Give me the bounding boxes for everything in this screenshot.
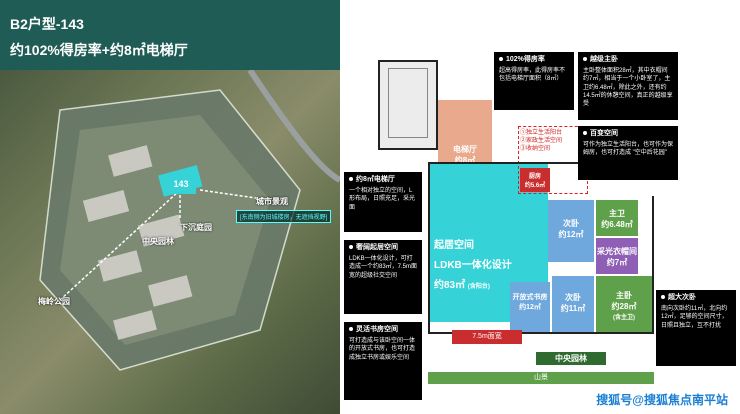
label-sunken-garden: 下沉庭园 [180, 223, 212, 232]
callout-item-1: ①独立生活阳台 [520, 130, 563, 136]
room-master: 主卧 约28㎡ (含主卫) [596, 276, 652, 332]
note-study-body: 可打造成与该卧空间一体的开放式书房，也可打造成独立书房或娱乐空间 [349, 337, 416, 361]
room-study: 开放式书房 约12㎡ [510, 282, 550, 332]
page-subtitle: 约102%得房率+约8㎡电梯厅 [10, 42, 188, 58]
note-flex-title: 百变空间 [583, 129, 673, 139]
closet-label: 采光衣帽间 [597, 247, 637, 256]
mountain-strip: 山景 [428, 372, 654, 384]
note-master-title: 越级主卧 [583, 55, 673, 65]
living-sub-label: LDKB一体化设计 [434, 260, 512, 271]
wall-left [428, 162, 430, 334]
note-bedroom-title: 超大次卧 [661, 293, 731, 303]
floor-plan: 电梯厅 约8㎡ 起居空间 LDKB一体化设计 约83㎡ (含阳台) 厨房 约5.… [340, 0, 740, 414]
note-ratio-body: 超高得房率，此得房率不包括电梯厅面积（8㎡） [499, 67, 566, 83]
central-garden-strip: 中央园林 [536, 352, 606, 365]
master-label: 主卧 [616, 291, 632, 300]
tag-city-view: [东南侧为旧城楼房，无遮挡视野] [236, 210, 332, 223]
note-living-body: LDKB一体化设计，可打造成一个约83㎡，7.5m面宽的超级社交空间 [349, 255, 418, 279]
main-bath-label: 主卫 [609, 209, 625, 218]
bedroom3-area: 约11㎡ [560, 304, 586, 313]
living-label: 起居空间 [434, 240, 474, 251]
unit-marker: 143 [166, 174, 196, 194]
watermark: 搜狐号@搜狐焦点南平站 [596, 393, 728, 407]
elevator-label: 电梯厅 [453, 145, 477, 154]
note-master: 越级主卧 主卧整体面积28㎡，其中衣帽间约7㎡，相当于一个小卧室了，主卫约6.4… [578, 52, 678, 120]
note-living: 奢阔起居空间 LDKB一体化设计，可打造成一个约83㎡，7.5m面宽的超级社交空… [344, 240, 422, 314]
bedroom2-label: 次卧 [563, 219, 579, 228]
closet-area: 约7㎡ [606, 258, 628, 267]
kitchen-area: 约5.6㎡ [524, 183, 546, 189]
living-area: 约83㎡ [434, 280, 466, 291]
note-study: 灵活书房空间 可打造成与该卧空间一体的开放式书房，也可打造成独立书房或娱乐空间 [344, 322, 422, 400]
note-elevator: 约8㎡电梯厅 一个相对独立的空间，L形布局，日照充足，采光面 [344, 172, 422, 232]
note-ratio-title: 102%得房率 [499, 55, 569, 65]
callout-item-3: ③收纳空间 [520, 145, 551, 152]
wall-top [428, 162, 654, 164]
label-mei-park: 梅岭公园 [38, 297, 70, 306]
note-bedroom-body: 南向次卧约11㎡，北向约12㎡，足够的空间尺寸，日照且独立，互不打扰 [661, 305, 728, 329]
study-label: 开放式书房 [512, 294, 548, 301]
note-ratio: 102%得房率 超高得房率，此得房率不包括电梯厅面积（8㎡） [494, 52, 574, 110]
note-bedroom: 超大次卧 南向次卧约11㎡，北向约12㎡，足够的空间尺寸，日照且独立，互不打扰 [656, 290, 736, 366]
label-central-garden: 中央园林 [142, 237, 174, 246]
bedroom3-label: 次卧 [565, 293, 581, 302]
note-study-title: 灵活书房空间 [349, 325, 417, 335]
room-elevator: 电梯厅 约8㎡ [438, 100, 492, 165]
room-bedroom-2: 次卧 约12㎡ [548, 200, 594, 262]
elevator-area: 约8㎡ [454, 156, 476, 165]
kitchen-label: 厨房 [528, 174, 541, 180]
bedroom2-area: 约12㎡ [558, 230, 584, 239]
living-area-note: (含阳台) [467, 284, 490, 290]
note-elevator-title: 约8㎡电梯厅 [349, 175, 417, 185]
site-panel: B2户型-143 约102%得房率+约8㎡电梯厅 143 城市景观 [东南侧为旧… [0, 0, 340, 414]
master-area-note: (含主卫) [613, 315, 635, 321]
room-main-bath: 主卫 约6.48㎡ [596, 200, 638, 236]
aerial-site-image [0, 68, 340, 414]
room-closet: 采光衣帽间 约7㎡ [596, 238, 638, 274]
note-elevator-body: 一个相对独立的空间，L形布局，日照充足，采光面 [349, 187, 416, 211]
kitchen-callout: ①独立生活阳台 ②家政生活空间 ③收纳空间 [520, 130, 562, 153]
living-area-wrap: 约83㎡ (含阳台) [434, 276, 490, 291]
note-living-title: 奢阔起居空间 [349, 243, 417, 253]
page-title: B2户型-143 [10, 16, 84, 32]
study-area: 约12㎡ [519, 304, 541, 311]
site-map-drawing [39, 68, 340, 371]
width-label: 7.5m面宽 [452, 330, 522, 344]
note-flex-body: 可作为独立生活阳台，也可作为保姆房，也可打造成 "空中后花园" [583, 141, 674, 157]
note-flex: 百变空间 可作为独立生活阳台，也可作为保姆房，也可打造成 "空中后花园" [578, 126, 678, 180]
room-bedroom-3: 次卧 约11㎡ [552, 276, 594, 332]
main-bath-area: 约6.48㎡ [601, 220, 633, 229]
label-city-view: 城市景观 [256, 197, 288, 206]
callout-item-2: ②家政生活空间 [520, 137, 563, 144]
stair-inner [388, 68, 428, 138]
master-area: 约28㎡ [611, 302, 637, 311]
wall-bottom [428, 332, 654, 334]
note-master-body: 主卧整体面积28㎡，其中衣帽间约7㎡，相当于一个小卧室了，主卫约6.48㎡，除此… [583, 67, 673, 108]
room-kitchen: 厨房 约5.6㎡ [520, 168, 550, 192]
wall-right [652, 196, 654, 334]
